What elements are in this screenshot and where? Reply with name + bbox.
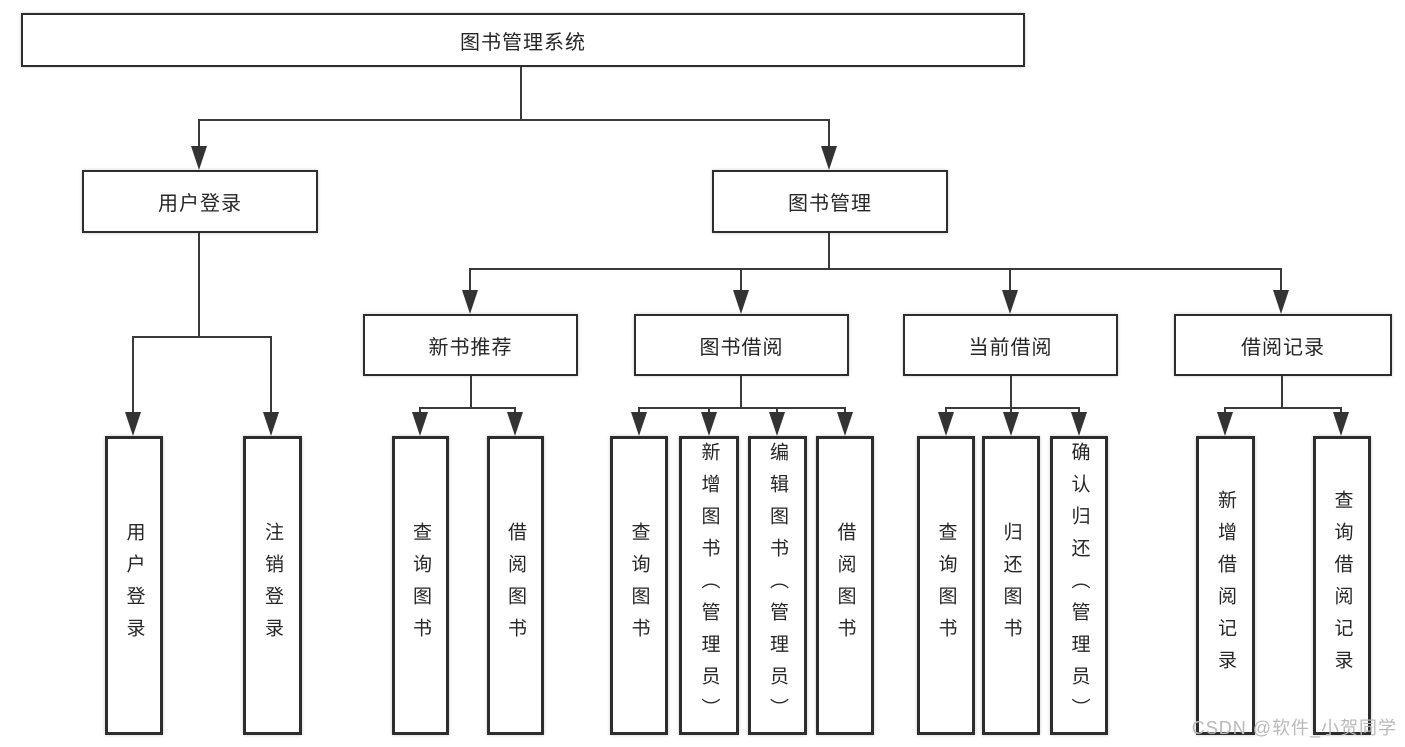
arrow-down-icon — [938, 412, 954, 436]
leaf-query-borrow-record: 查询借阅记录 — [1313, 436, 1371, 735]
connector-line — [945, 407, 947, 414]
leaf-query-books-borrow: 查询图书 — [610, 436, 668, 735]
node-borrowing-records: 借阅记录 — [1174, 314, 1392, 376]
arrow-down-icon — [462, 290, 478, 314]
leaf-label: 查询图书 — [935, 521, 957, 650]
connector-line — [469, 268, 471, 292]
connector-line — [1340, 407, 1342, 414]
node-label: 借阅记录 — [1241, 336, 1325, 359]
leaf-confirm-return-admin: 确认归还（管理员） — [1050, 436, 1108, 735]
connector-line — [1280, 268, 1282, 292]
arrow-down-icon — [1217, 412, 1233, 436]
connector-line — [198, 119, 830, 121]
arrow-down-icon — [733, 290, 749, 314]
leaf-add-borrow-record: 新增借阅记录 — [1196, 436, 1255, 735]
connector-line — [844, 407, 846, 414]
leaf-label: 新增图书（管理员） — [698, 441, 720, 730]
leaf-label: 确认归还（管理员） — [1068, 441, 1090, 730]
connector-line — [828, 233, 830, 268]
connector-line — [1224, 407, 1342, 409]
arrow-down-icon — [821, 146, 837, 170]
connector-line — [1009, 268, 1011, 292]
connector-line — [1010, 376, 1012, 407]
leaf-label: 归还图书 — [1000, 521, 1022, 650]
connector-line — [198, 233, 200, 336]
leaf-logout: 注销登录 — [243, 436, 302, 735]
node-new-book-recommendation: 新书推荐 — [363, 314, 578, 376]
connector-line — [132, 336, 272, 338]
arrow-down-icon — [507, 412, 523, 436]
node-label: 新书推荐 — [428, 336, 513, 359]
arrow-down-icon — [837, 412, 853, 436]
leaf-edit-book-admin: 编辑图书（管理员） — [748, 436, 807, 735]
leaf-label: 编辑图书（管理员） — [767, 441, 788, 730]
connector-line — [945, 407, 1080, 409]
leaf-query-books-current: 查询图书 — [917, 436, 975, 735]
connector-line — [638, 407, 846, 409]
leaf-label: 新增借阅记录 — [1215, 489, 1236, 682]
node-label: 当前借阅 — [968, 336, 1053, 359]
arrow-down-icon — [125, 412, 141, 436]
connector-line — [419, 407, 421, 414]
node-label: 图书借阅 — [699, 336, 784, 359]
connector-line — [1281, 376, 1283, 407]
leaf-borrow-books: 借阅图书 — [816, 436, 874, 735]
arrow-down-icon — [1003, 412, 1019, 436]
connector-line — [470, 376, 472, 407]
connector-line — [740, 268, 742, 292]
arrow-down-icon — [631, 412, 647, 436]
connector-line — [776, 407, 778, 414]
node-book-borrowing: 图书借阅 — [634, 314, 849, 376]
leaf-label: 查询图书 — [410, 521, 431, 650]
node-label: 图书管理 — [788, 193, 872, 215]
connector-line — [740, 376, 742, 407]
connector-line — [514, 407, 516, 414]
connector-line — [469, 268, 1282, 270]
arrow-down-icon — [1333, 412, 1349, 436]
connector-line — [520, 67, 522, 119]
leaf-query-books-recommend: 查询图书 — [392, 436, 449, 735]
leaf-return-books: 归还图书 — [982, 436, 1040, 735]
connector-line — [638, 407, 640, 414]
arrow-down-icon — [191, 146, 207, 170]
arrow-down-icon — [1071, 412, 1087, 436]
node-label: 用户登录 — [158, 193, 242, 215]
leaf-label: 注销登录 — [262, 521, 283, 650]
node-current-borrowing: 当前借阅 — [903, 314, 1118, 376]
leaf-borrow-books-recommend: 借阅图书 — [487, 436, 544, 735]
watermark-text: CSDN @软件_小贺同学 — [1191, 718, 1397, 738]
leaf-label: 查询借阅记录 — [1331, 489, 1353, 682]
node-library-management-system: 图书管理系统 — [21, 13, 1025, 67]
leaf-label: 用户登录 — [123, 521, 145, 650]
connector-line — [419, 407, 516, 409]
connector-line — [708, 407, 710, 414]
connector-line — [1078, 407, 1080, 414]
connector-line — [1224, 407, 1226, 414]
arrow-down-icon — [701, 412, 717, 436]
leaf-label: 借阅图书 — [834, 521, 856, 650]
node-book-management: 图书管理 — [712, 170, 948, 233]
leaf-label: 借阅图书 — [505, 521, 526, 650]
node-user-login: 用户登录 — [82, 170, 318, 233]
arrow-down-icon — [1002, 290, 1018, 314]
connector-line — [132, 336, 134, 414]
leaf-label: 查询图书 — [628, 521, 650, 650]
arrow-down-icon — [769, 412, 785, 436]
node-label: 图书管理系统 — [460, 31, 586, 54]
connector-line — [270, 336, 272, 414]
connector-line — [828, 119, 830, 148]
leaf-add-book-admin: 新增图书（管理员） — [679, 436, 739, 735]
arrow-down-icon — [1273, 290, 1289, 314]
arrow-down-icon — [263, 412, 279, 436]
leaf-user-login: 用户登录 — [105, 436, 163, 735]
connector-line — [198, 119, 200, 148]
connector-line — [1010, 407, 1012, 414]
arrow-down-icon — [412, 412, 428, 436]
